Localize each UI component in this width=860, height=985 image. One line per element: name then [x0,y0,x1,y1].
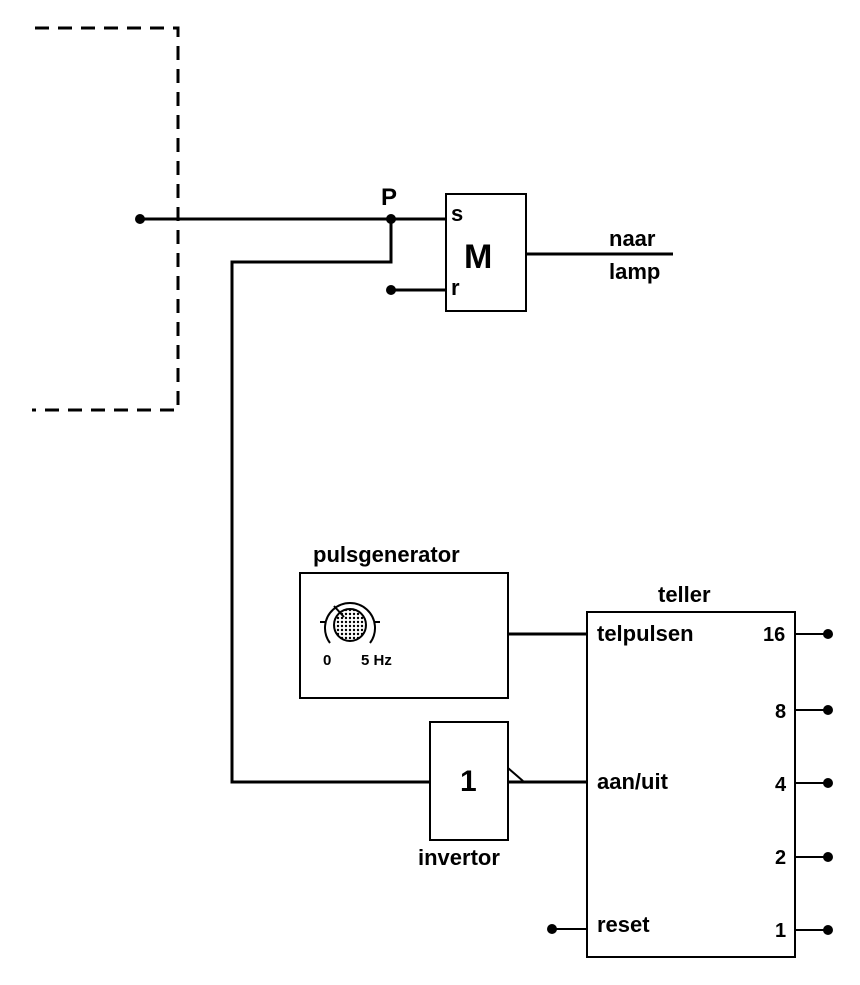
counter-output-16-label: 16 [763,624,785,646]
memory-reset-label: r [451,275,460,300]
invertor: 1 invertor [418,721,524,870]
counter: teller telpulsen aan/uit reset 16 8 4 2 … [586,582,796,958]
invertor-negation-mark [507,767,524,782]
output-label-naar: naar [609,226,656,251]
counter-output-4-label: 4 [775,774,787,796]
output-label-lamp: lamp [609,259,660,284]
pulse-generator-title: pulsgenerator [313,542,460,567]
invertor-symbol: 1 [460,765,477,798]
counter-output-1-label: 1 [775,920,786,942]
wire-p-to-invertor [230,219,430,784]
terminal-output-1 [823,925,833,935]
terminal-output-8 [823,705,833,715]
counter-input-reset: reset [597,912,650,937]
memory-cell: s M r [445,193,527,312]
pulse-generator: pulsgenerator 0 5 Hz [299,542,509,699]
counter-output-2-label: 2 [775,847,786,869]
dial-scale-arc [324,602,376,644]
invertor-box [429,721,509,841]
counter-output-8-label: 8 [775,701,786,723]
terminal-output-4 [823,778,833,788]
pulse-generator-box [299,572,509,699]
counter-box [586,611,796,958]
memory-cell-box [445,193,527,312]
terminal-output-2 [823,852,833,862]
counter-title: teller [658,582,711,607]
invertor-label: invertor [418,845,500,870]
counter-input-aan-uit: aan/uit [597,769,669,794]
input-terminal [135,214,145,224]
counter-reset-terminal [547,924,557,934]
dial-min-label: 0 [323,652,331,669]
dial-max-label: 5 Hz [361,652,392,669]
memory-symbol: M [464,238,492,276]
dial-pointer [333,605,345,618]
terminal-output-16 [823,629,833,639]
memory-reset-terminal [386,285,396,295]
counter-input-telpulsen: telpulsen [597,621,694,646]
memory-set-label: s [451,201,463,226]
frequency-dial-icon [320,602,380,644]
node-p-label: P [381,184,397,211]
dial-knob [333,608,367,642]
